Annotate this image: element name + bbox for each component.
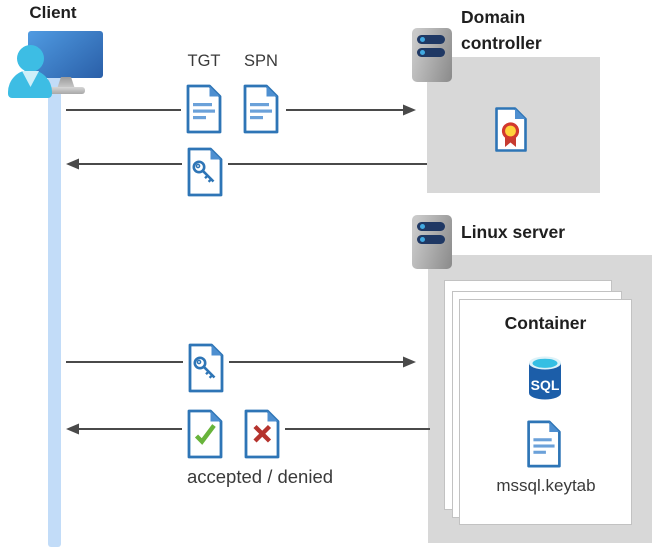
domain-controller-label: Domain controller: [461, 7, 542, 53]
key-icon: [192, 160, 215, 183]
monitor-stand: [57, 77, 75, 89]
user-person-icon: [17, 45, 44, 72]
sql-icon-text: SQL: [531, 377, 560, 393]
accepted-denied-label: accepted / denied: [186, 466, 334, 487]
arrow-client-to-dc: [66, 104, 416, 116]
accepted-document-icon: [187, 409, 223, 459]
keytab-document-icon: [527, 420, 561, 468]
tgt-label: TGT: [187, 52, 221, 70]
server-led-icon: [419, 236, 425, 243]
certificate-icon: [495, 107, 527, 152]
server-led-icon: [419, 223, 425, 230]
server-led-icon: [419, 36, 425, 43]
cross-icon: [253, 424, 272, 443]
tgt-document-icon: [186, 84, 222, 134]
arrow-container-to-client: [66, 423, 430, 435]
spn-label: SPN: [244, 52, 278, 70]
server-led-icon: [419, 49, 425, 56]
key-ticket-document-icon: [187, 147, 223, 197]
arrow-dc-to-client: [66, 158, 427, 170]
domain-controller-server-icon: [412, 28, 452, 82]
container-sheet-front: [459, 299, 632, 525]
client-lifeline: [48, 78, 61, 547]
monitor-stand-base: [45, 87, 85, 94]
arrow-client-to-container: [66, 356, 416, 368]
spn-document-icon: [243, 84, 279, 134]
denied-document-icon: [244, 409, 280, 459]
keytab-label: mssql.keytab: [496, 476, 596, 495]
linux-server-icon: [412, 215, 452, 269]
linux-server-label: Linux server: [461, 222, 566, 242]
checkmark-icon: [194, 424, 216, 445]
container-label: Container: [504, 313, 587, 333]
client-label: Client: [29, 3, 77, 22]
key-ticket-document-icon: [188, 343, 224, 393]
sql-database-icon: SQL: [529, 356, 561, 400]
key-icon: [193, 356, 216, 379]
